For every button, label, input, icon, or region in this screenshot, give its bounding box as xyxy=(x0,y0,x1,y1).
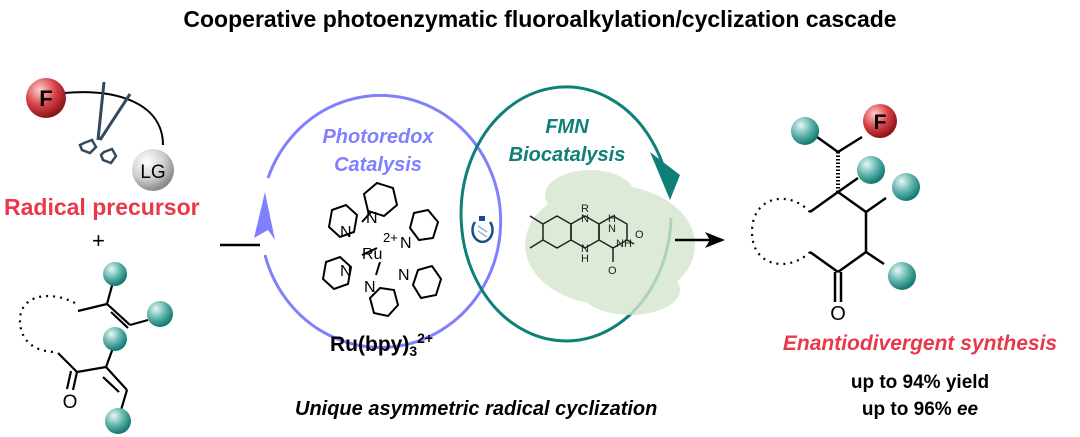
plus-sign: + xyxy=(92,228,105,253)
photoredox-cycle xyxy=(263,93,503,349)
substituent-ball xyxy=(103,262,127,286)
substituent-ball xyxy=(888,262,916,290)
svg-text:H: H xyxy=(608,213,616,225)
substituent-ball xyxy=(857,156,885,184)
fluorine-ball xyxy=(863,104,897,138)
ee-prefix: up to 96% xyxy=(861,399,957,420)
substrate-oxygen-label: O xyxy=(63,392,78,413)
catalyst-charge: 2+ xyxy=(417,330,434,346)
svg-text:N: N xyxy=(364,279,376,296)
fmn-label: FMN xyxy=(545,116,589,138)
svg-text:H: H xyxy=(581,253,589,265)
enone-substrate-structure xyxy=(18,281,149,411)
svg-text:2+: 2+ xyxy=(383,230,398,245)
svg-text:N: N xyxy=(608,223,616,235)
flavin-structure xyxy=(529,215,635,262)
catalyst-subscript: 3 xyxy=(409,343,418,360)
svg-text:Ru: Ru xyxy=(362,246,382,263)
fluorine-ball xyxy=(26,78,66,118)
product-f-atom-label: F xyxy=(874,111,887,134)
title: Cooperative photoenzymatic fluoroalkylat… xyxy=(183,6,897,32)
svg-text:N: N xyxy=(340,263,352,280)
substituent-ball xyxy=(892,173,920,201)
substituent-ball xyxy=(147,301,173,327)
photoredox-label: Photoredox xyxy=(322,126,434,148)
fmn-cycle xyxy=(459,85,673,343)
arrowhead-icon xyxy=(705,232,725,248)
radical-precursor-structure: F LG xyxy=(26,78,174,191)
flavin-atoms: R N N H H N NH O O xyxy=(581,203,644,277)
svg-text:N: N xyxy=(398,267,410,284)
product-oxygen-label: O xyxy=(830,303,846,325)
catalyst-formula: Ru(bpy) xyxy=(330,333,410,356)
svg-text:N: N xyxy=(340,224,352,241)
ru-complex-atoms: N N N N N N Ru 2+ xyxy=(340,210,412,296)
svg-text:N: N xyxy=(581,213,589,225)
svg-text:R: R xyxy=(581,203,589,215)
substituent-ball xyxy=(791,117,819,145)
svg-text:N: N xyxy=(400,235,412,252)
f-atom-label: F xyxy=(39,86,52,111)
fmn-arrowhead-icon xyxy=(650,152,680,200)
svg-text:N: N xyxy=(581,243,589,255)
light-bulb-icon xyxy=(471,216,494,244)
lg-label: LG xyxy=(140,162,165,183)
svg-text:N: N xyxy=(366,210,378,227)
enzyme-ribbon xyxy=(525,170,695,315)
scissors-icon xyxy=(78,81,132,165)
caption: Unique asymmetric radical cyclization xyxy=(295,398,658,420)
biocatalysis-label: Biocatalysis xyxy=(508,144,626,166)
catalyst-name: Ru(bpy)32+ xyxy=(330,330,433,359)
enantiodivergent-label: Enantiodivergent synthesis xyxy=(782,332,1058,355)
photoredox-arrowhead-icon xyxy=(254,192,275,240)
svg-text:O: O xyxy=(635,229,644,241)
yield-text: up to 94% yield xyxy=(850,372,990,393)
substituent-ball xyxy=(103,327,127,351)
product-structure xyxy=(750,135,887,302)
ee-text: up to 96% ee xyxy=(740,399,1080,421)
ru-bpy-complex-structure xyxy=(321,181,443,318)
svg-text:O: O xyxy=(608,265,617,277)
ee-suffix: ee xyxy=(956,399,979,420)
substituent-ball xyxy=(105,408,131,434)
catalysis-label: Catalysis xyxy=(334,154,422,176)
leaving-group-ball xyxy=(132,149,174,191)
svg-text:NH: NH xyxy=(616,238,632,250)
radical-precursor-label: Radical precursor xyxy=(4,194,200,220)
